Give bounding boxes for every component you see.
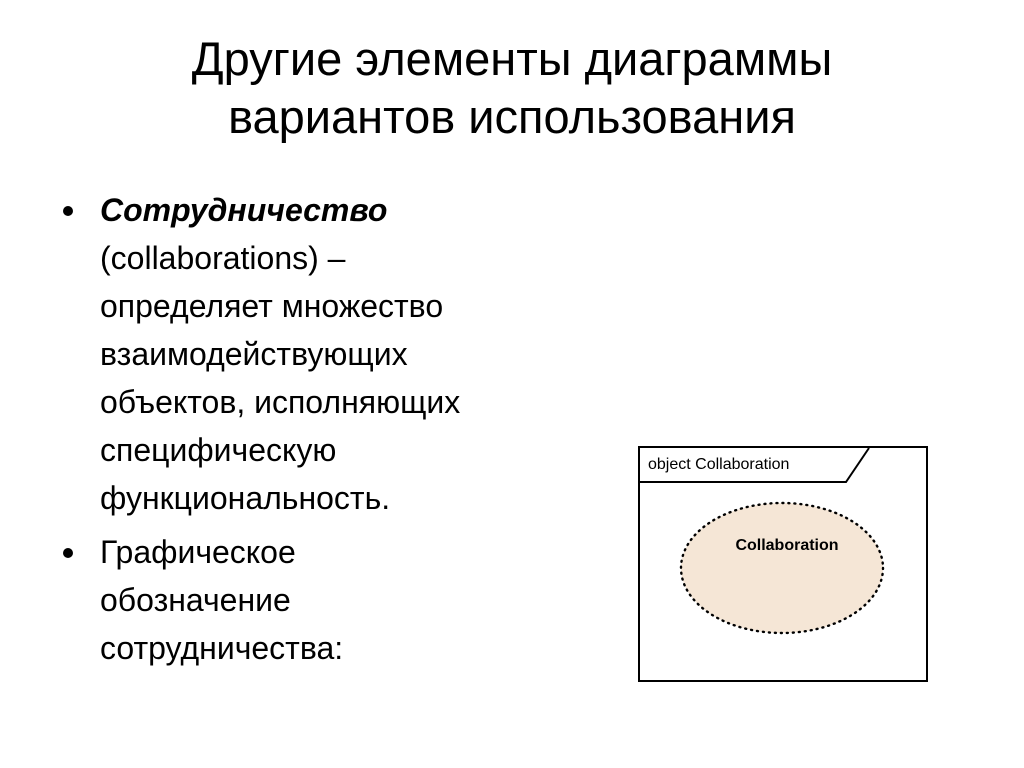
bullet-text-line: взаимодействующих [100,336,408,372]
bullet-text-line: сотрудничества: [100,630,344,666]
bullet-graphic-notation: Графическое обозначение сотрудничества: [60,528,580,672]
frame-name-tab [639,447,870,483]
collaboration-ellipse [679,501,885,635]
bullet-text-line: определяет множество [100,288,444,324]
bullet-marker [63,206,73,216]
collaboration-diagram: object Collaboration Collaboration [638,446,928,682]
term-collaboration: Сотрудничество [100,192,388,228]
bullet-text-line: функциональность. [100,480,391,516]
collaboration-label: Collaboration [735,537,839,554]
bullet-text-line: специфическую [100,432,337,468]
title-line-2: вариантов использования [228,90,796,143]
frame-name-label: object Collaboration [648,456,790,473]
bullet-text-line: (collaborations) – [100,240,346,276]
collaboration-diagram-graphic [638,446,928,682]
bullet-collaboration-definition: Сотрудничество (collaborations) – опреде… [60,186,580,522]
bullet-marker [63,548,73,558]
title-line-1: Другие элементы диаграммы [191,32,833,85]
slide-title: Другие элементы диаграммы вариантов испо… [0,30,1024,146]
bullet-text-line: объектов, исполняющих [100,384,461,420]
bullet-list: Сотрудничество (collaborations) – опреде… [60,186,580,678]
bullet-text-line: Графическое [100,534,296,570]
bullet-text-line: обозначение [100,582,291,618]
